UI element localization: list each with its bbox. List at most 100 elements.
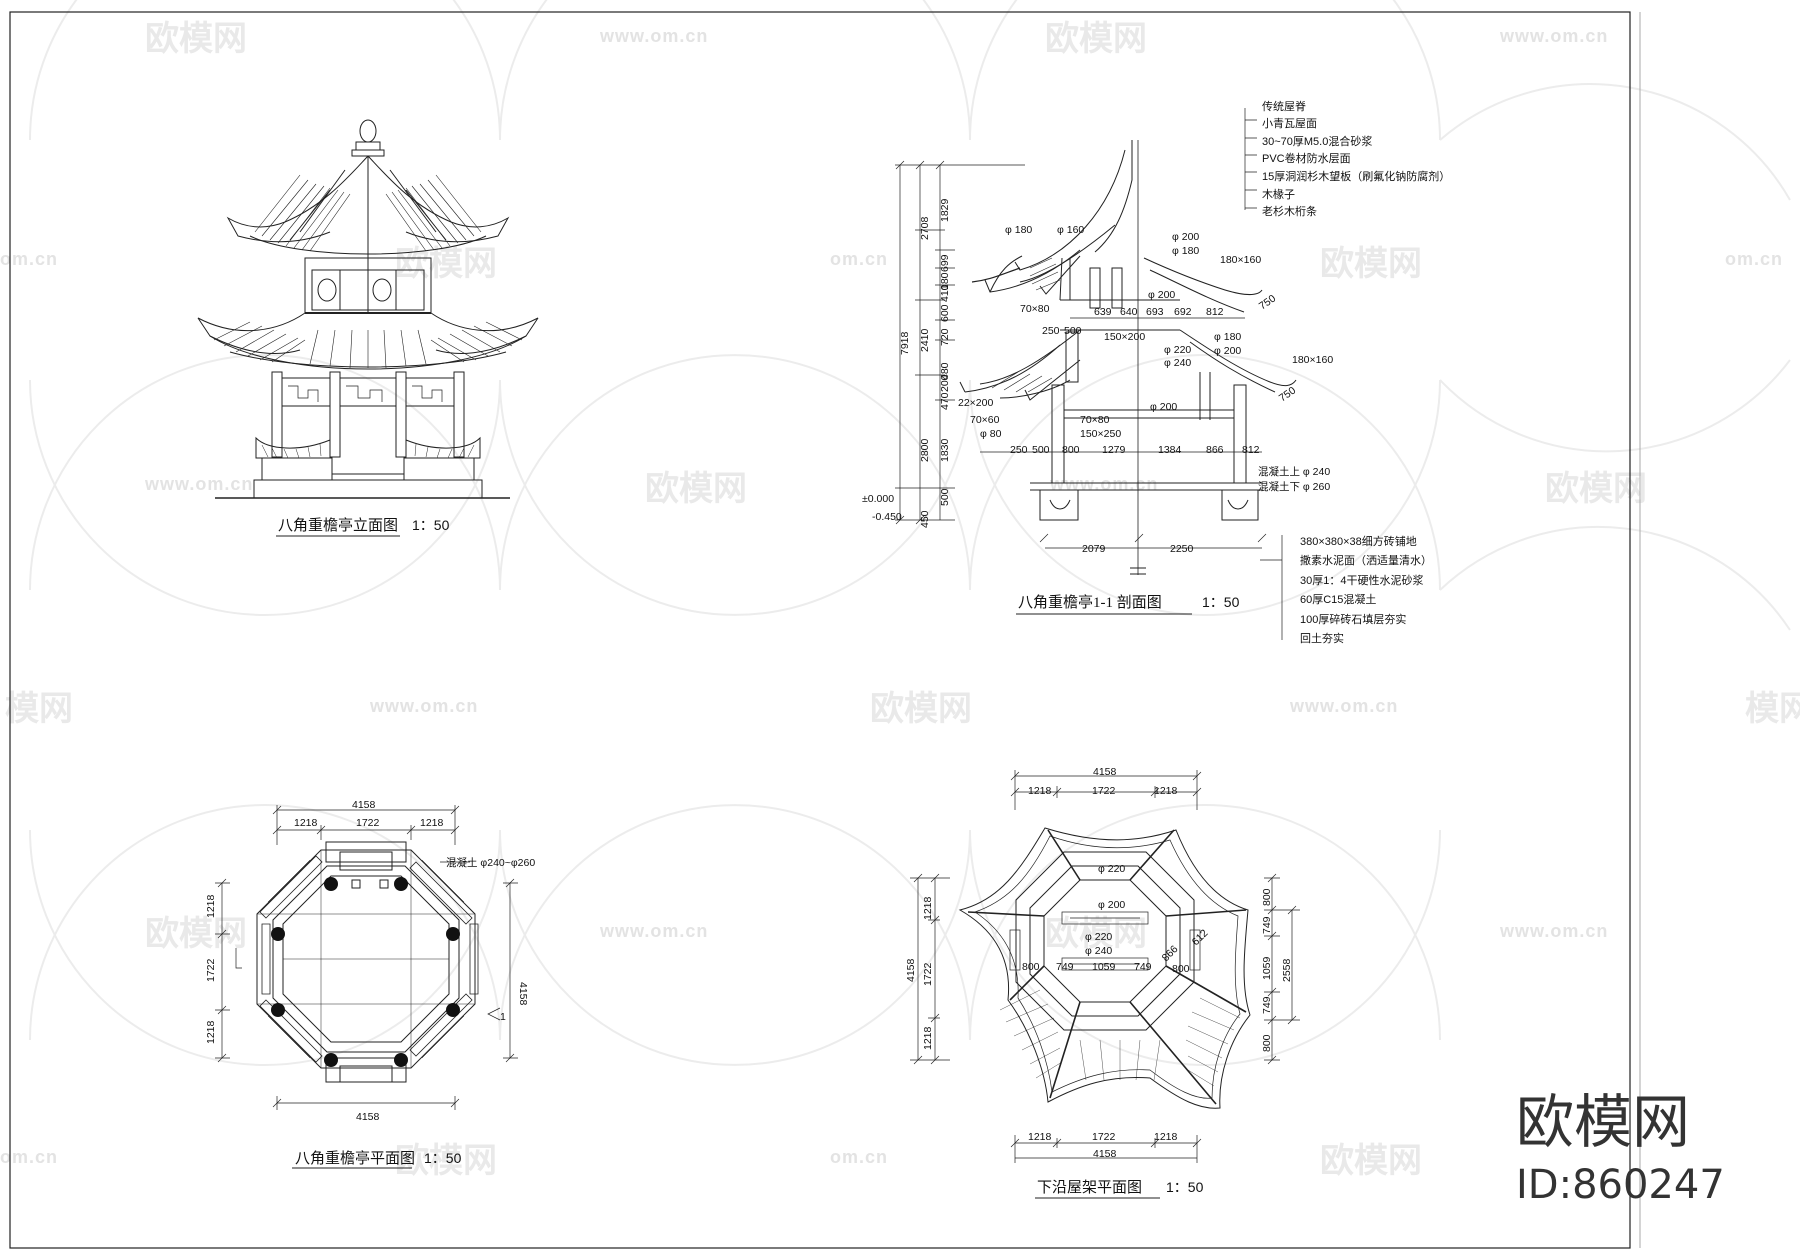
watermark-text-layer: 欧模网 www.om.cn 欧模网 www.om.cn om.cn 欧模网 om… <box>0 19 1800 1181</box>
roof-note: 小青瓦屋面 <box>1262 117 1317 130</box>
roof-note: 老杉木桁条 <box>1262 204 1317 218</box>
watermark-url: om.cn <box>0 1147 58 1167</box>
column-note: 混凝土 φ240~φ260 <box>446 856 535 869</box>
watermark-url: www.om.cn <box>599 26 708 46</box>
dim-horizontal: 1279 <box>1102 444 1126 456</box>
roof-frame-plan <box>910 770 1300 1163</box>
member-label: 150×250 <box>1080 428 1121 440</box>
dim-horizontal: 639 <box>1094 306 1112 318</box>
dim-horizontal: 800 <box>1062 444 1080 456</box>
member-label: φ 200 <box>1148 289 1175 301</box>
member-label: 500 <box>1064 325 1082 337</box>
watermark-logo: 欧模网 <box>395 244 497 284</box>
plan-overall-dim: 4158 <box>352 799 376 811</box>
dim-vertical: 2410 <box>919 328 931 352</box>
plan-scale: 1：50 <box>424 1150 462 1166</box>
dim-vertical: 1829 <box>939 198 951 222</box>
roof-left-overall: 4158 <box>905 958 917 982</box>
member-label: φ 220 <box>1164 344 1191 356</box>
dim-vertical: 450 <box>919 510 931 528</box>
dim-horizontal: 2250 <box>1170 543 1194 555</box>
section-scale: 1：50 <box>1202 594 1240 610</box>
plan-top-dim: 1722 <box>356 817 380 829</box>
watermark-url: www.om.cn <box>1499 921 1608 941</box>
member-label: 180×160 <box>1292 354 1333 366</box>
roof-left-dim: 1218 <box>922 896 934 920</box>
watermark-logo: 欧模网 <box>395 1141 497 1181</box>
watermark-url: om.cn <box>1725 249 1783 269</box>
watermark-logo: 欧模网 <box>145 19 247 59</box>
floor-notes: 380×380×38细方砖铺地 撒素水泥面（洒适量清水） 30厚1：4干硬性水泥… <box>1300 534 1432 645</box>
member-label: φ 180 <box>1172 245 1199 257</box>
watermark-url: om.cn <box>830 249 888 269</box>
dim-vertical: 720 <box>939 328 951 346</box>
plan-labels: 4158 1218 1722 1218 1218 1722 1218 4158 … <box>205 799 535 1123</box>
member-label: φ 200 <box>1214 345 1241 357</box>
dim-horizontal: 1384 <box>1158 444 1182 456</box>
roof-note: 15厚洞润杉木望板（刷氟化钠防腐剂） <box>1262 169 1450 183</box>
roof-plan-title: 下沿屋架平面图 <box>1037 1179 1142 1196</box>
member-label: 180×160 <box>1220 254 1261 266</box>
watermark-logo: 欧模网 <box>1045 19 1147 59</box>
watermark-logo: 欧模网 <box>1320 1141 1422 1181</box>
dim-horizontal: 2079 <box>1082 543 1106 555</box>
dim-vertical: 699 <box>939 254 951 272</box>
dim-vertical: 2800 <box>919 438 931 462</box>
dim-horizontal: 250 <box>1010 444 1028 456</box>
roof-bottom-dim: 1722 <box>1092 1131 1116 1143</box>
pavilion-section <box>895 108 1297 640</box>
roof-right-dim: 800 <box>1261 1034 1273 1052</box>
floor-note: 回土夯实 <box>1300 631 1344 645</box>
member-label: φ 200 <box>1172 231 1199 243</box>
member-label: 70×80 <box>1080 414 1110 426</box>
member-label: φ 220 <box>1098 863 1125 875</box>
roof-right-dim: 1059 <box>1261 956 1273 980</box>
watermark-logo: 欧模网 <box>145 914 247 954</box>
dim-horizontal: 693 <box>1146 306 1164 318</box>
floor-note: 撒素水泥面（洒适量清水） <box>1300 553 1432 567</box>
member-label: 866 <box>1160 943 1181 964</box>
plan-left-dim: 1218 <box>205 894 217 918</box>
watermark-url: www.om.cn <box>369 696 478 716</box>
roof-plan-labels: 4158 1218 1722 1218 1218 1722 1218 4158 … <box>905 766 1293 1160</box>
roof-left-dim: 1218 <box>922 1026 934 1050</box>
pavilion-floor-plan <box>215 805 518 1110</box>
roof-top-dim: 1722 <box>1092 785 1116 797</box>
watermark-url: om.cn <box>0 249 58 269</box>
member-label: 749 <box>1134 961 1152 973</box>
roof-right-dim: 749 <box>1261 916 1273 934</box>
plan-left-dim: 1722 <box>205 958 217 982</box>
member-label: 800 <box>1172 963 1190 975</box>
member-label: φ 220 <box>1085 931 1112 943</box>
sheet-border <box>9 11 1631 1249</box>
member-label: φ 180 <box>1005 224 1032 236</box>
dim-horizontal: 812 <box>1206 306 1224 318</box>
level-ground: -0.450 <box>872 511 902 523</box>
roof-note: 传统屋脊 <box>1262 99 1306 113</box>
member-label: 混凝土上 φ 240 <box>1258 465 1330 478</box>
plan-bottom-dim: 4158 <box>356 1111 380 1123</box>
roof-notes: 传统屋脊 小青瓦屋面 30~70厚M5.0混合砂浆 PVC卷材防水层面 15厚洞… <box>1262 99 1450 218</box>
floor-note: 100厚碎砖石填层夯实 <box>1300 612 1406 626</box>
member-label: 800 <box>1022 961 1040 973</box>
watermark-url: www.om.cn <box>599 921 708 941</box>
member-label: 70×80 <box>1020 303 1050 315</box>
roof-right-overall: 2558 <box>1281 958 1293 982</box>
roof-top-overall: 4158 <box>1093 766 1117 778</box>
dim-vertical: 180 <box>939 272 951 290</box>
dim-vertical: 2708 <box>919 216 931 240</box>
dim-horizontal: 812 <box>1242 444 1260 456</box>
member-label: 749 <box>1056 961 1074 973</box>
roof-note: 木椽子 <box>1262 188 1295 201</box>
roof-bottom-overall: 4158 <box>1093 1148 1117 1160</box>
roof-top-dim: 1218 <box>1028 785 1052 797</box>
section-title: 八角重檐亭1-1 剖面图 <box>1018 593 1162 611</box>
dim-horizontal: 500 <box>1032 444 1050 456</box>
dim-horizontal: 692 <box>1174 306 1192 318</box>
floor-note: 60厚C15混凝土 <box>1300 592 1376 606</box>
brand-name: 欧模网 <box>1516 1088 1690 1156</box>
member-label: 70×60 <box>970 414 1000 426</box>
dim-vertical: 410 <box>939 284 951 302</box>
roof-plan-scale: 1：50 <box>1166 1179 1204 1195</box>
